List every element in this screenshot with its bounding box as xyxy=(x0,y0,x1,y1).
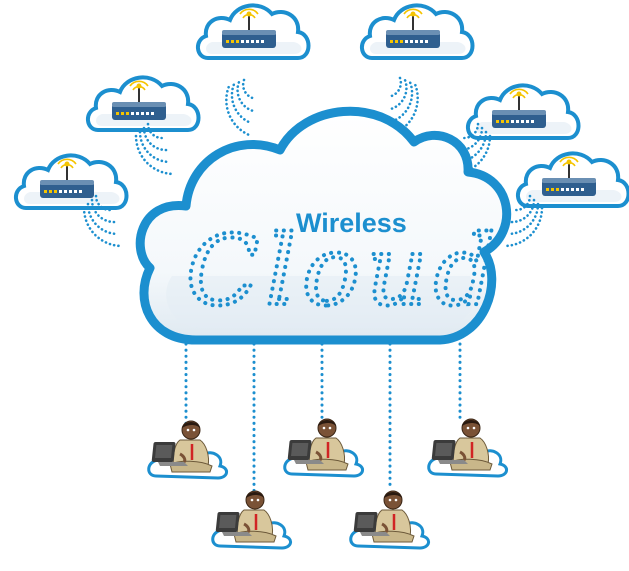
user-with-laptop-4 xyxy=(211,489,293,550)
router-cloud-4 xyxy=(465,83,581,140)
wifi-waves-icon xyxy=(214,74,270,138)
cloud-title: Wireless xyxy=(296,208,407,238)
router-cloud-5 xyxy=(13,153,129,210)
router-cloud-3 xyxy=(85,75,201,132)
user-with-laptop-1 xyxy=(147,419,229,480)
user-with-laptop-2 xyxy=(283,417,365,478)
router-cloud-6 xyxy=(515,151,629,208)
router-cloud-1 xyxy=(195,3,311,61)
connection-lines xyxy=(184,342,462,494)
user-with-laptop-5 xyxy=(349,489,431,550)
user-with-laptop-3 xyxy=(427,417,509,478)
main-cloud xyxy=(135,106,512,345)
cloud-script-word: Cloud xyxy=(186,215,501,327)
router-cloud-2 xyxy=(359,3,475,61)
